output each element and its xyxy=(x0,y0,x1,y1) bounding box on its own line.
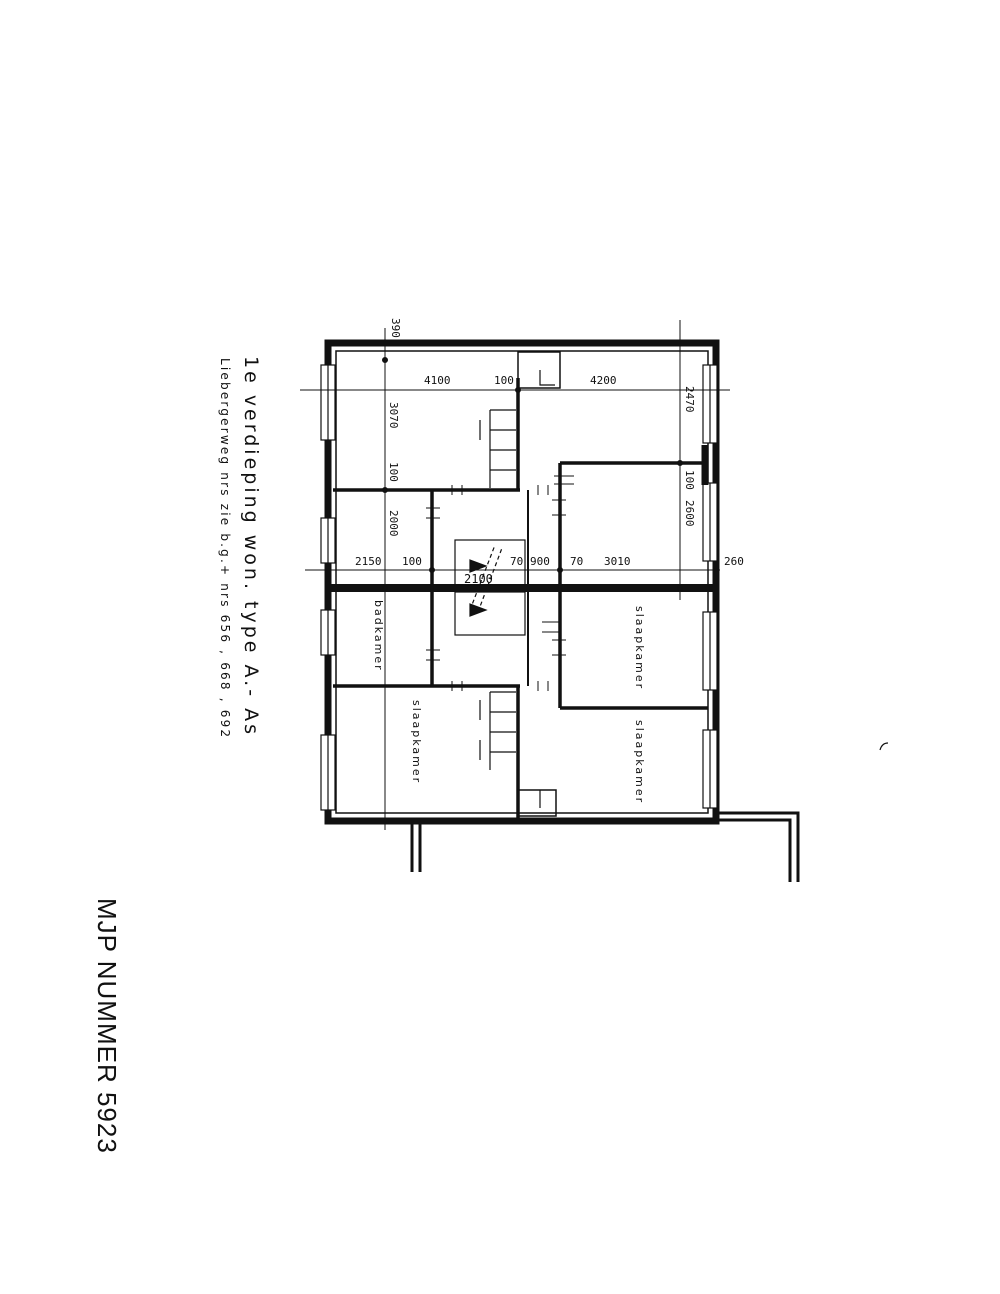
outer-walls xyxy=(324,339,800,882)
dim-2470: 2470 xyxy=(683,386,696,413)
room-slaapkamer-3: slaapkamer xyxy=(633,720,646,804)
stair-arrows xyxy=(469,544,503,617)
drawing-subtitle: Liebergerweg nrs zie b.g.+ nrs 656 , 668… xyxy=(218,358,232,740)
dim-2100: 2100 xyxy=(464,572,493,586)
dim-4100: 4100 xyxy=(424,374,451,387)
room-labels: badkamer slaapkamer slaapkamer slaapkame… xyxy=(372,600,646,804)
dim-100-b: 100 xyxy=(387,462,400,482)
dim-100-a: 100 xyxy=(494,374,514,387)
room-slaapkamer-1: slaapkamer xyxy=(410,700,423,784)
dim-2150: 2150 xyxy=(355,555,382,568)
room-badkamer: badkamer xyxy=(372,600,385,672)
dim-390: 390 xyxy=(389,318,402,338)
dim-2000: 2000 xyxy=(387,510,400,537)
dim-3070: 3070 xyxy=(387,402,400,429)
mjp-number-stamp: MJP NUMMER 5923 xyxy=(92,898,122,1154)
dim-900: 900 xyxy=(530,555,550,568)
dim-70-b: 70 xyxy=(570,555,583,568)
dimension-lines xyxy=(300,320,730,830)
dim-3010: 3010 xyxy=(604,555,631,568)
door-ticks xyxy=(426,475,574,691)
dim-2600: 2600 xyxy=(683,500,696,527)
dim-260: 260 xyxy=(724,555,744,568)
interior-walls xyxy=(330,351,714,818)
dim-70-a: 70 xyxy=(510,555,523,568)
shelving xyxy=(479,409,516,770)
dimension-labels: 390 4100 100 4200 3070 100 2470 100 2000… xyxy=(355,318,744,586)
windows xyxy=(320,364,718,811)
dim-4200: 4200 xyxy=(590,374,617,387)
drawing-title: 1e verdieping won. type A.- As xyxy=(240,356,262,738)
dim-100-c: 100 xyxy=(683,470,696,490)
scan-mark xyxy=(879,742,889,751)
dim-100-d: 100 xyxy=(402,555,422,568)
room-slaapkamer-2: slaapkamer xyxy=(633,606,646,690)
